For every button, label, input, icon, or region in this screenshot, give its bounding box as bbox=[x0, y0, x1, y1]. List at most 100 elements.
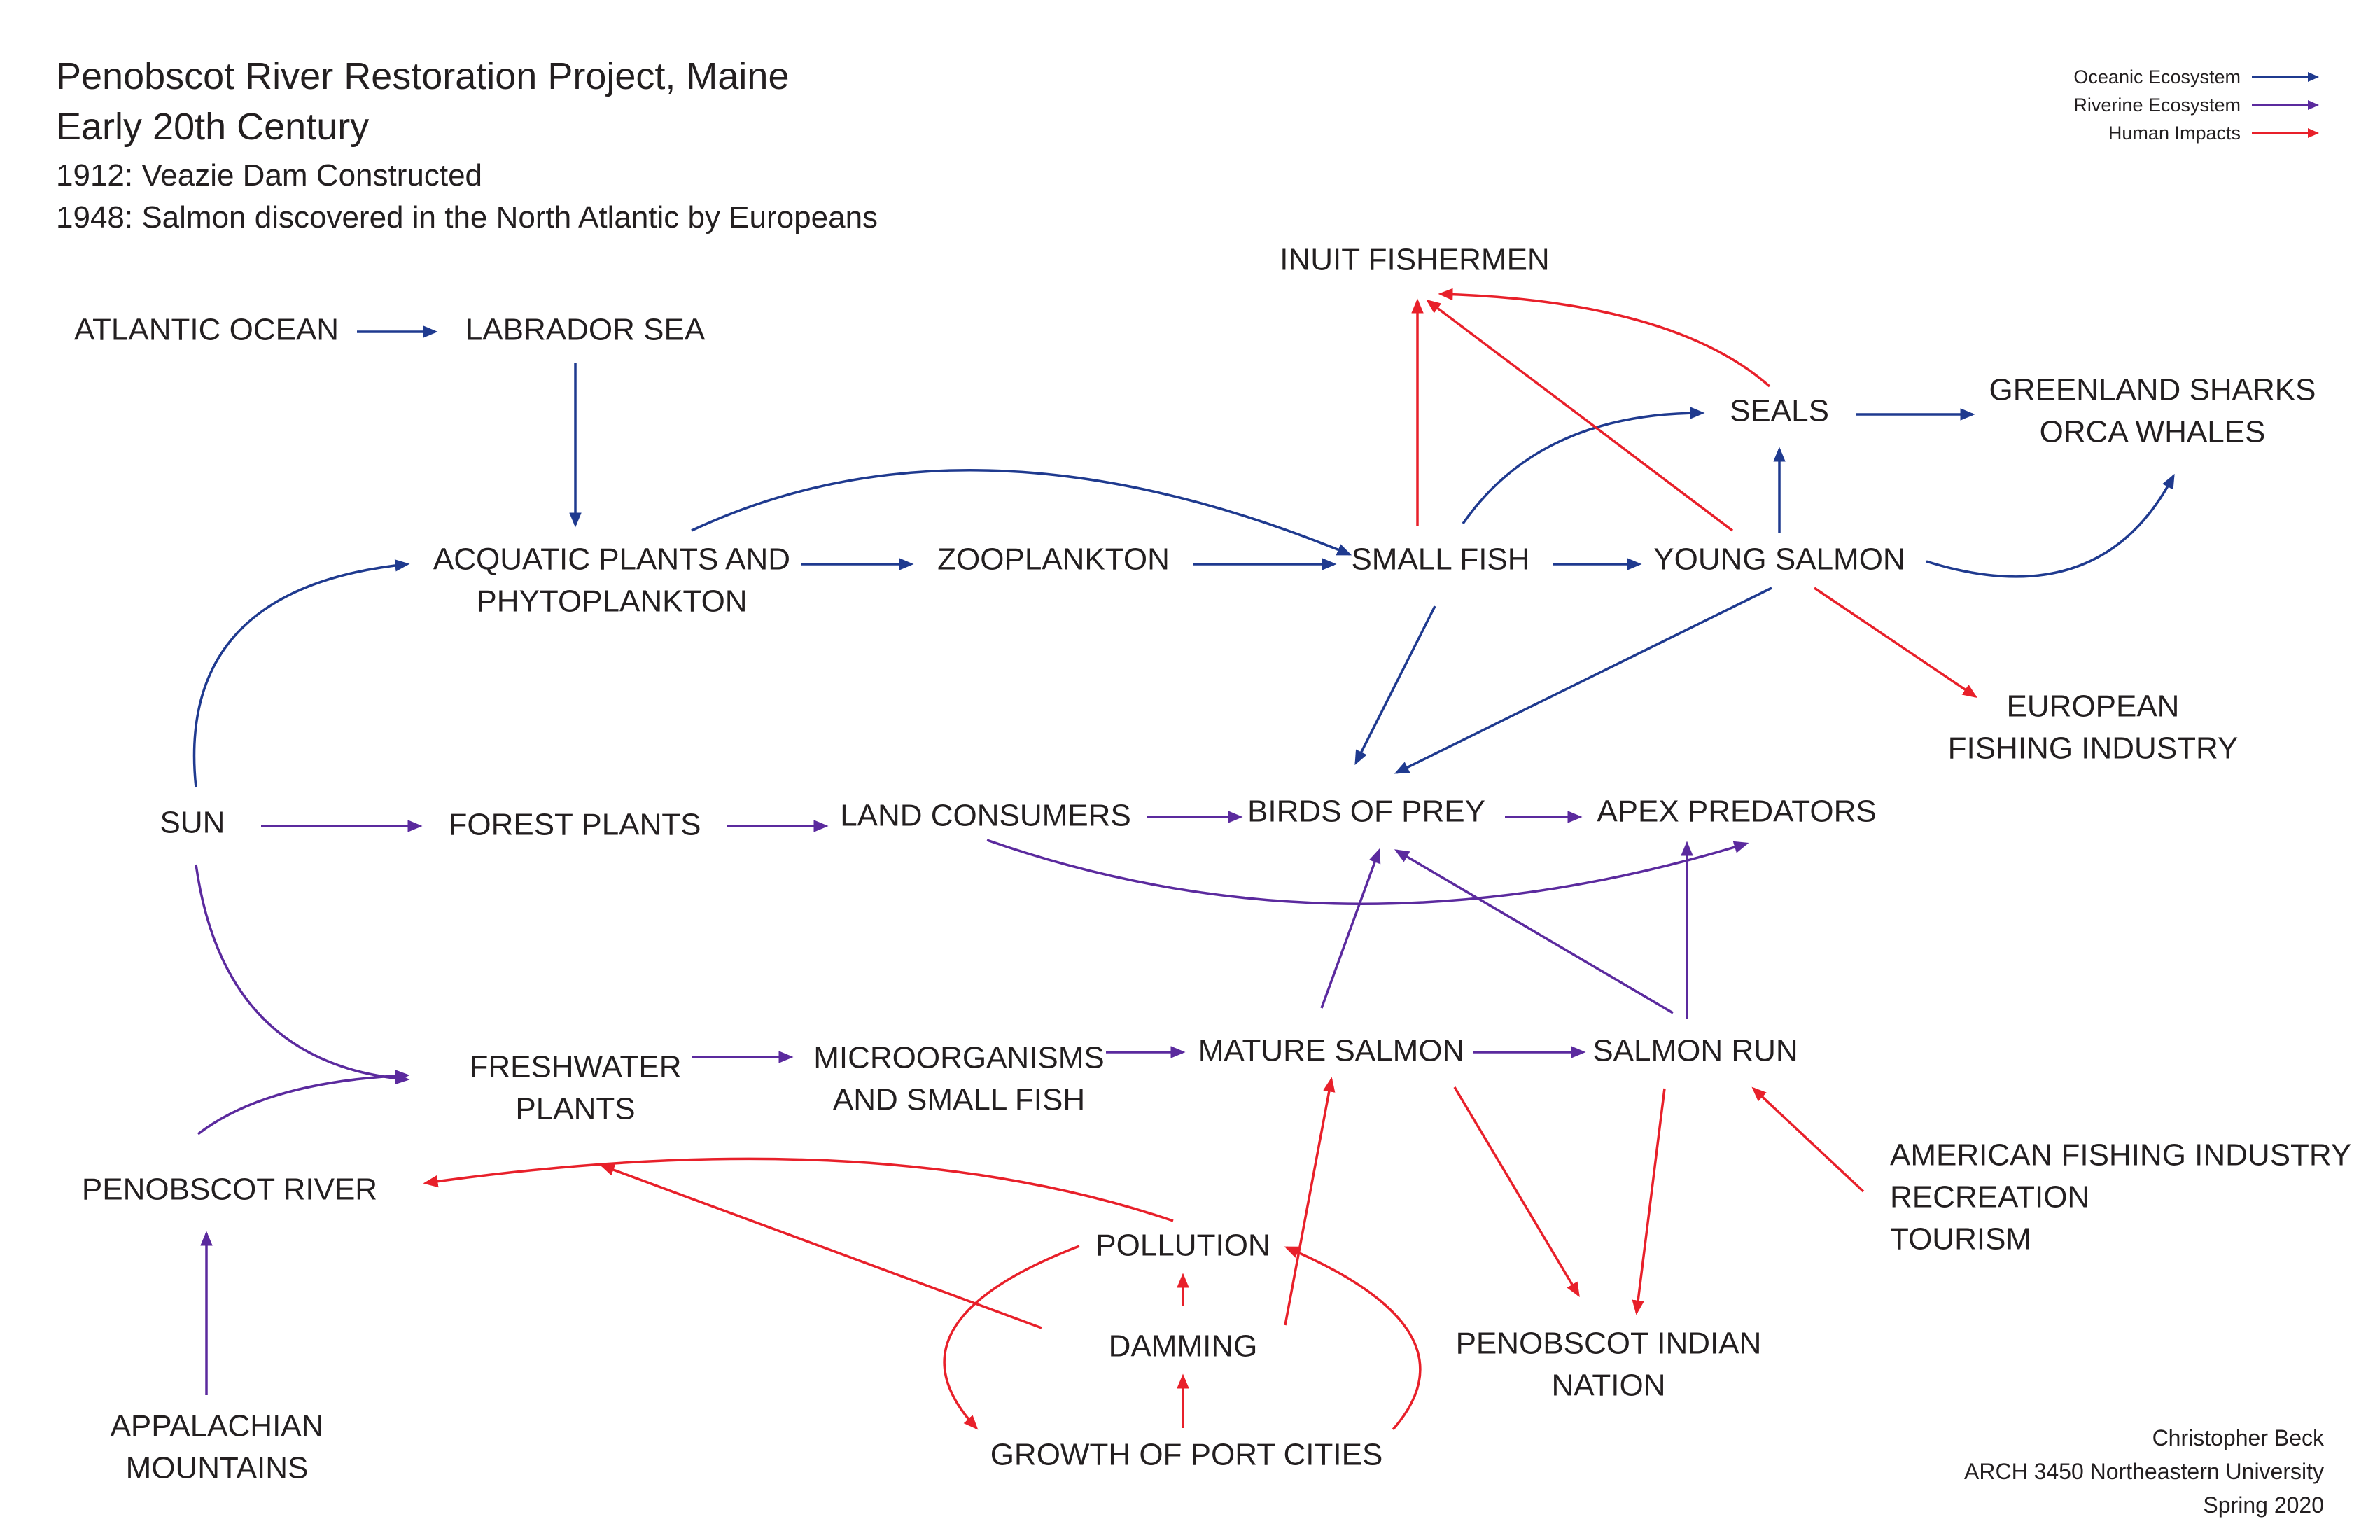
node-label-zooplankton: ZOOPLANKTON bbox=[937, 542, 1170, 577]
legend-item-oceanic: Oceanic Ecosystem bbox=[2073, 63, 2320, 91]
node-pollution: POLLUTION bbox=[1096, 1228, 1270, 1263]
legend-label-riverine: Riverine Ecosystem bbox=[2073, 94, 2241, 115]
node-label-microorganisms-line-2: AND SMALL FISH bbox=[833, 1083, 1085, 1117]
node-label-seals: SEALS bbox=[1730, 394, 1829, 428]
node-land-consumers: LAND CONSUMERS bbox=[840, 799, 1131, 833]
legend-arrow-oceanic-icon bbox=[2252, 72, 2319, 82]
node-penobscot-river: PENOBSCOT RIVER bbox=[82, 1172, 377, 1207]
node-label-land-consumers: LAND CONSUMERS bbox=[840, 799, 1131, 833]
node-label-penobscot-nation-line-1: PENOBSCOT INDIAN bbox=[1456, 1326, 1762, 1361]
node-birds-of-prey: BIRDS OF PREY bbox=[1247, 794, 1485, 829]
node-label-young-salmon: YOUNG SALMON bbox=[1653, 542, 1905, 577]
event-veazie-dam: 1912: Veazie Dam Constructed bbox=[56, 158, 483, 192]
edge-pollution-to-penobscot-river bbox=[423, 1157, 1174, 1222]
edge-small-fish-to-birds-of-prey bbox=[1354, 606, 1436, 766]
node-label-salmon-run: SALMON RUN bbox=[1592, 1034, 1798, 1068]
edge-aquatic-plants-to-small-fish bbox=[691, 469, 1352, 556]
node-sun: SUN bbox=[160, 806, 225, 840]
edge-mature-salmon-to-penobscot-nation bbox=[1453, 1086, 1580, 1298]
edge-pollution-to-growth-port-cities bbox=[943, 1245, 1080, 1430]
node-label-aquatic-plants-line-1: ACQUATIC PLANTS AND bbox=[433, 542, 790, 577]
node-small-fish: SMALL FISH bbox=[1351, 542, 1530, 577]
legend-item-human: Human Impacts bbox=[2073, 119, 2320, 147]
node-labrador-sea: LABRADOR SEA bbox=[465, 313, 706, 347]
node-label-labrador-sea: LABRADOR SEA bbox=[465, 313, 706, 347]
edge-mature-salmon-to-birds-of-prey bbox=[1320, 848, 1381, 1009]
node-apex-predators: APEX PREDATORS bbox=[1597, 794, 1876, 829]
node-label-inuit-fishermen: INUIT FISHERMEN bbox=[1280, 243, 1549, 277]
edge-sun-to-freshwater-plants bbox=[195, 864, 410, 1085]
legend-label-oceanic: Oceanic Ecosystem bbox=[2073, 66, 2241, 88]
node-penobscot-nation: PENOBSCOT INDIAN NATION bbox=[1456, 1326, 1762, 1403]
node-label-american-fishing-line-2: RECREATION bbox=[1890, 1180, 2090, 1214]
node-label-aquatic-plants-line-2: PHYTOPLANKTON bbox=[476, 584, 747, 619]
edge-damming-to-penobscot-river bbox=[599, 1163, 1042, 1329]
node-growth-port-cities: GROWTH OF PORT CITIES bbox=[990, 1438, 1383, 1472]
edge-young-salmon-to-european-fishing bbox=[1814, 587, 1977, 698]
edge-salmon-run-to-birds-of-prey bbox=[1394, 849, 1674, 1014]
edge-penobscot-river-to-freshwater-plants bbox=[197, 1070, 410, 1135]
node-microorganisms: MICROORGANISMS AND SMALL FISH bbox=[813, 1041, 1105, 1117]
edge-small-fish-to-seals bbox=[1462, 407, 1705, 525]
node-label-american-fishing-line-3: TOURISM bbox=[1890, 1222, 2031, 1256]
node-european-fishing: EUROPEAN FISHING INDUSTRY bbox=[1948, 690, 2239, 766]
node-freshwater-plants: FRESHWATER PLANTS bbox=[469, 1050, 681, 1126]
edge-young-salmon-to-inuit-fishermen bbox=[1426, 299, 1734, 532]
node-label-appalachian-line-2: MOUNTAINS bbox=[126, 1451, 309, 1485]
node-american-fishing: AMERICAN FISHING INDUSTRY RECREATION TOURI… bbox=[1890, 1138, 2351, 1256]
edge-growth-port-cities-to-pollution bbox=[1284, 1246, 1422, 1431]
node-zooplankton: ZOOPLANKTON bbox=[937, 542, 1170, 577]
credits: Christopher Beck ARCH 3450 Northeastern … bbox=[1964, 1421, 2324, 1522]
edge-seals-to-inuit-fishermen bbox=[1438, 288, 1771, 388]
node-atlantic-ocean: ATLANTIC OCEAN bbox=[74, 313, 339, 347]
node-label-greenland-sharks-line-1: GREENLAND SHARKS bbox=[1989, 373, 2316, 407]
node-forest-plants: FOREST PLANTS bbox=[448, 808, 701, 842]
node-label-microorganisms-line-1: MICROORGANISMS bbox=[813, 1041, 1105, 1075]
node-label-mature-salmon: MATURE SALMON bbox=[1198, 1034, 1465, 1068]
edge-sun-to-aquatic-plants bbox=[192, 559, 410, 788]
node-label-damming: DAMMING bbox=[1109, 1329, 1258, 1364]
node-label-apex-predators: APEX PREDATORS bbox=[1597, 794, 1876, 829]
diagram-period: Early 20th Century bbox=[56, 106, 370, 148]
node-inuit-fishermen: INUIT FISHERMEN bbox=[1280, 243, 1549, 277]
node-label-appalachian-line-1: APPALACHIAN bbox=[111, 1409, 324, 1443]
node-label-penobscot-nation-line-2: NATION bbox=[1552, 1368, 1666, 1403]
legend-arrow-riverine-icon bbox=[2252, 100, 2319, 110]
credit-course: ARCH 3450 Northeastern University bbox=[1964, 1459, 2324, 1484]
event-salmon-discovered: 1948: Salmon discovered in the North Atl… bbox=[56, 200, 878, 234]
node-label-forest-plants: FOREST PLANTS bbox=[448, 808, 701, 842]
node-greenland-sharks: GREENLAND SHARKS ORCA WHALES bbox=[1989, 373, 2316, 449]
credit-term: Spring 2020 bbox=[2203, 1492, 2324, 1518]
node-label-small-fish: SMALL FISH bbox=[1351, 542, 1530, 577]
edge-young-salmon-to-greenland-sharks bbox=[1926, 473, 2175, 578]
node-label-pollution: POLLUTION bbox=[1096, 1228, 1270, 1263]
node-aquatic-plants: ACQUATIC PLANTS AND PHYTOPLANKTON bbox=[433, 542, 790, 619]
node-label-atlantic-ocean: ATLANTIC OCEAN bbox=[74, 313, 339, 347]
legend-arrow-human-icon bbox=[2252, 128, 2319, 138]
node-label-european-fishing-line-2: FISHING INDUSTRY bbox=[1948, 732, 2239, 766]
legend-label-human: Human Impacts bbox=[2108, 122, 2241, 144]
edge-damming-to-mature-salmon bbox=[1284, 1077, 1336, 1326]
node-label-penobscot-river: PENOBSCOT RIVER bbox=[82, 1172, 377, 1207]
credit-author: Christopher Beck bbox=[2152, 1425, 2324, 1450]
node-young-salmon: YOUNG SALMON bbox=[1653, 542, 1905, 577]
node-label-greenland-sharks-line-2: ORCA WHALES bbox=[2040, 415, 2266, 449]
node-label-sun: SUN bbox=[160, 806, 225, 840]
node-label-european-fishing-line-1: EUROPEAN bbox=[2007, 690, 2180, 724]
node-label-growth-port-cities: GROWTH OF PORT CITIES bbox=[990, 1438, 1383, 1472]
node-appalachian: APPALACHIAN MOUNTAINS bbox=[111, 1409, 324, 1485]
edge-young-salmon-to-birds-of-prey bbox=[1394, 587, 1772, 774]
legend: Oceanic Ecosystem Riverine Ecosystem Hum… bbox=[2073, 63, 2320, 147]
node-label-birds-of-prey: BIRDS OF PREY bbox=[1247, 794, 1485, 829]
edge-land-consumers-to-apex-predators bbox=[986, 839, 1749, 905]
node-label-freshwater-plants-line-1: FRESHWATER bbox=[469, 1050, 681, 1084]
edge-american-fishing-to-salmon-run bbox=[1751, 1086, 1865, 1193]
diagram-title: Penobscot River Restoration Project, Mai… bbox=[56, 55, 790, 97]
node-salmon-run: SALMON RUN bbox=[1592, 1034, 1798, 1068]
edge-salmon-run-to-penobscot-nation bbox=[1632, 1088, 1666, 1315]
node-seals: SEALS bbox=[1730, 394, 1829, 428]
node-label-freshwater-plants-line-2: PLANTS bbox=[515, 1092, 635, 1126]
node-mature-salmon: MATURE SALMON bbox=[1198, 1034, 1465, 1068]
node-label-american-fishing-line-1: AMERICAN FISHING INDUSTRY bbox=[1890, 1138, 2351, 1172]
